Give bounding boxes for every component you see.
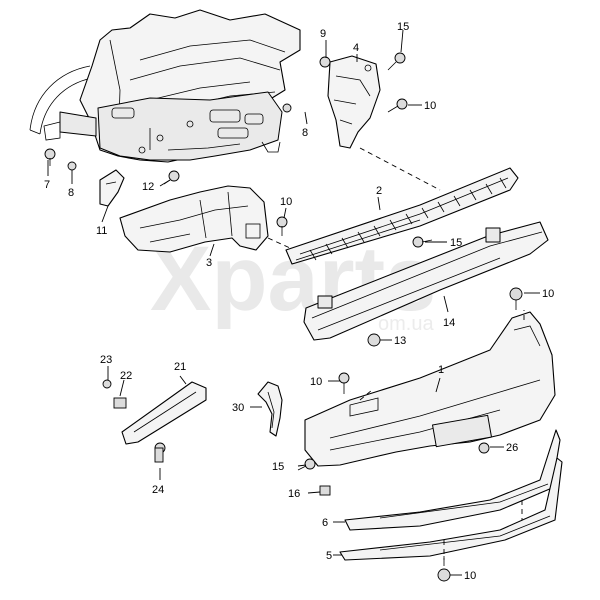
label-part-4: 4	[353, 42, 359, 54]
fasteners	[44, 52, 523, 582]
label-part-11: 11	[96, 225, 107, 237]
part-1-bumper-cover	[304, 311, 556, 467]
part-11-bracket	[99, 169, 125, 207]
label-part-24: 24	[152, 484, 164, 496]
label-part-15: 15	[272, 461, 284, 473]
label-part-22: 22	[120, 370, 132, 382]
label-part-13: 13	[394, 335, 406, 347]
label-part-12: 12	[142, 181, 154, 193]
label-part-15: 15	[450, 237, 462, 249]
label-part-10: 10	[424, 100, 436, 112]
watermark-sub: om.ua	[378, 313, 434, 335]
part-5-spoiler	[339, 457, 563, 561]
leader-lines	[47, 29, 540, 576]
label-part-26: 26	[506, 442, 518, 454]
label-part-30: 30	[232, 402, 244, 414]
label-part-10: 10	[280, 196, 292, 208]
label-part-16: 16	[288, 488, 300, 500]
label-part-15: 15	[397, 21, 409, 33]
part-30-bracket	[257, 381, 283, 437]
part-3-bracket	[119, 185, 269, 253]
label-part-3: 3	[206, 257, 212, 269]
part-2-absorber	[285, 167, 519, 265]
label-part-6: 6	[322, 517, 328, 529]
label-part-10: 10	[310, 376, 322, 388]
label-part-7: 7	[44, 179, 50, 191]
label-part-23: 23	[100, 354, 112, 366]
label-part-2: 2	[376, 185, 382, 197]
label-part-5: 5	[326, 550, 332, 562]
part-14-carrier	[303, 221, 549, 341]
label-part-10: 10	[542, 288, 554, 300]
label-part-8: 8	[302, 127, 308, 139]
label-part-21: 21	[174, 361, 186, 373]
label-part-9: 9	[320, 28, 326, 40]
label-part-14: 14	[443, 317, 455, 329]
label-part-1: 1	[438, 364, 444, 376]
vehicle-rear-body	[29, 9, 301, 163]
label-part-10: 10	[464, 570, 476, 582]
callout-labels: 9 4 15 10 8 7 8 11 12 10 3 2 15 10 14 13…	[44, 21, 554, 582]
part-6-spoiler	[344, 429, 561, 531]
label-part-8: 8	[68, 187, 74, 199]
part-4-bracket	[327, 55, 381, 149]
part-21-cover	[121, 381, 207, 445]
